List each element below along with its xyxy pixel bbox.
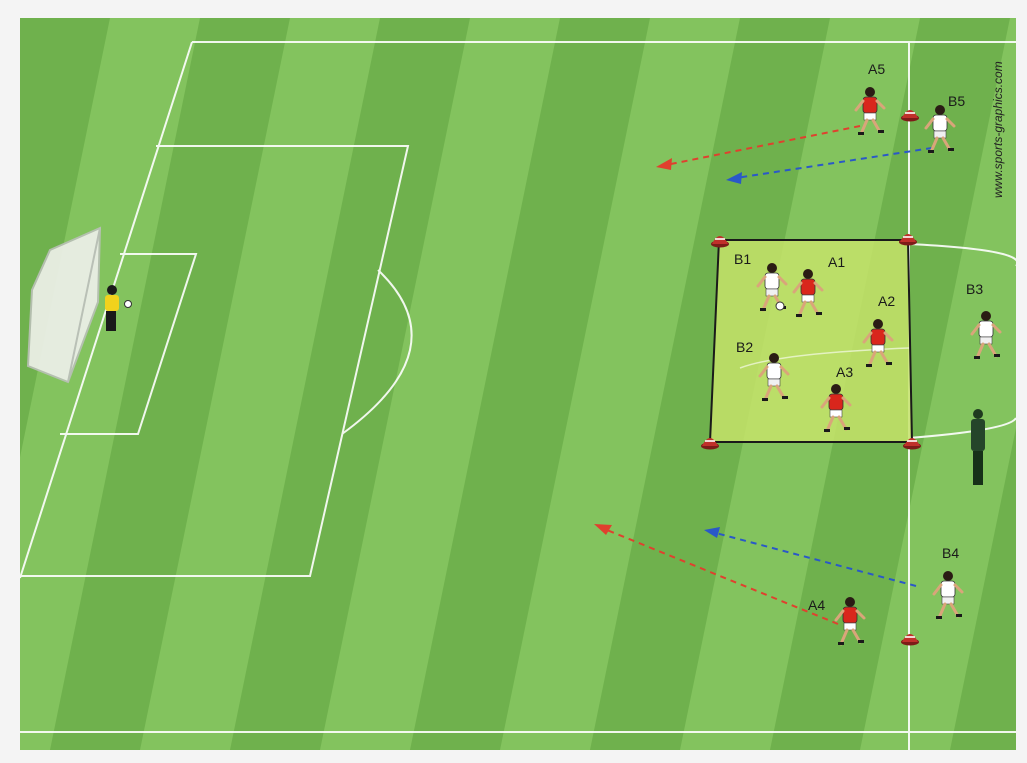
player-shirt	[941, 581, 955, 597]
player-shorts	[830, 410, 842, 417]
player-head	[873, 319, 883, 329]
player-boot	[838, 642, 844, 645]
player-head	[865, 87, 875, 97]
player-label: B2	[736, 339, 753, 355]
player-shorts	[766, 289, 778, 296]
player-shorts	[768, 379, 780, 386]
player-boot	[878, 130, 884, 133]
player-label: A1	[828, 254, 845, 270]
ball-icon	[776, 302, 784, 310]
player-head	[767, 263, 777, 273]
player-head	[769, 353, 779, 363]
player-shorts	[844, 623, 856, 630]
goalkeeper-legs	[106, 311, 116, 331]
player-label: B1	[734, 251, 751, 267]
player-shorts	[802, 295, 814, 302]
watermark: www.sports-graphics.com	[991, 61, 1005, 198]
player-boot	[994, 354, 1000, 357]
player-boot	[936, 616, 942, 619]
player-label: B4	[942, 545, 959, 561]
player-boot	[866, 364, 872, 367]
player-boot	[760, 308, 766, 311]
player-boot	[816, 312, 822, 315]
player-shirt	[767, 363, 781, 379]
player-boot	[824, 429, 830, 432]
player-shirt	[871, 329, 885, 345]
player-shorts	[872, 345, 884, 352]
player-label: A2	[878, 293, 895, 309]
player-boot	[844, 427, 850, 430]
player-shirt	[801, 279, 815, 295]
player-shorts	[980, 337, 992, 344]
goalkeeper-shirt	[105, 295, 119, 311]
player-boot	[858, 132, 864, 135]
player-head	[981, 311, 991, 321]
coach-legs	[973, 451, 983, 485]
player-label: A5	[868, 61, 885, 77]
coach-head	[973, 409, 983, 419]
player-head	[803, 269, 813, 279]
player-boot	[762, 398, 768, 401]
player-boot	[956, 614, 962, 617]
player-boot	[948, 148, 954, 151]
player-label: B5	[948, 93, 965, 109]
player-shorts	[942, 597, 954, 604]
player-boot	[782, 396, 788, 399]
goalkeeper-head	[107, 285, 117, 295]
player-shirt	[979, 321, 993, 337]
player-label: A4	[808, 597, 825, 613]
player-boot	[858, 640, 864, 643]
player-label: A3	[836, 364, 853, 380]
player-boot	[974, 356, 980, 359]
player-head	[935, 105, 945, 115]
player-shirt	[765, 273, 779, 289]
player-boot	[796, 314, 802, 317]
player-label: B3	[966, 281, 983, 297]
player-boot	[928, 150, 934, 153]
coach-body	[971, 419, 985, 451]
player-shorts	[864, 113, 876, 120]
coach	[971, 409, 985, 485]
player-shirt	[843, 607, 857, 623]
player-head	[845, 597, 855, 607]
player-head	[831, 384, 841, 394]
player-boot	[886, 362, 892, 365]
player-head	[943, 571, 953, 581]
ball-icon	[125, 301, 132, 308]
player-shirt	[829, 394, 843, 410]
player-shorts	[934, 131, 946, 138]
player-shirt	[863, 97, 877, 113]
player-shirt	[933, 115, 947, 131]
